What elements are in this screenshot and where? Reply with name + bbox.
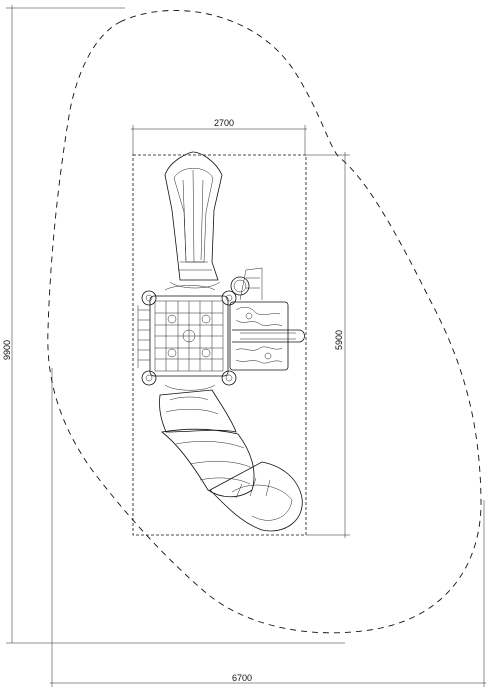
side-platform [229,301,305,371]
lower-slide [159,389,303,532]
dimension-overall-height: 9900 [2,5,345,644]
upper-slide [164,151,223,289]
dimension-equipment-width: 2700 [131,118,307,155]
dimension-label-9900: 9900 [2,340,12,360]
dimension-label-5900: 5900 [334,330,344,350]
dimension-equipment-height: 5900 [306,152,350,538]
dimension-label-2700: 2700 [214,118,234,128]
play-structure [137,151,305,532]
dimension-overall-width: 6700 [50,368,486,687]
equipment-boundary [132,154,307,536]
steering-wheel [230,276,250,296]
safety-zone-outline [47,10,482,634]
side-handles [239,267,263,301]
dimension-label-6700: 6700 [232,673,252,683]
main-deck [137,285,237,391]
